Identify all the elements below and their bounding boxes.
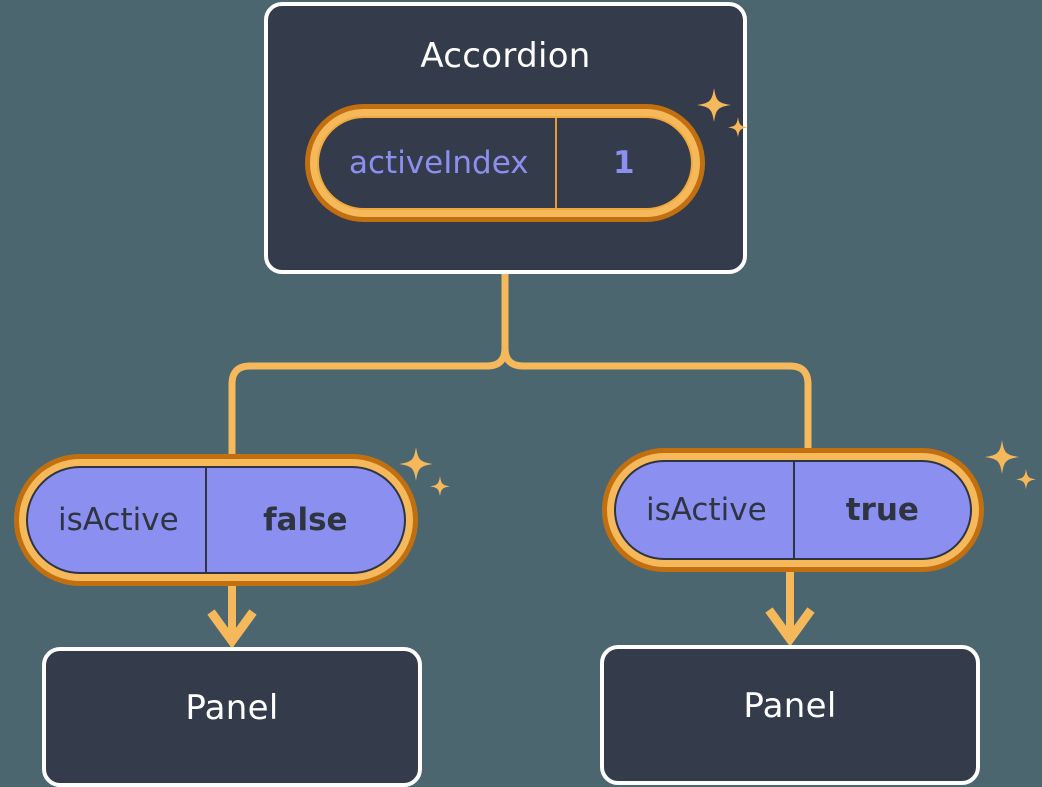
panel-card-right[interactable]: Panel — [600, 645, 980, 785]
panel-title-left: Panel — [185, 688, 279, 728]
chip-ring-outer: isActive true — [602, 448, 984, 572]
chip-ring-inner: isActive true — [607, 453, 979, 567]
page-title: Accordion — [420, 36, 591, 76]
chip-value-label: true — [845, 491, 919, 528]
arrow-down-icon-left — [207, 609, 257, 649]
chip-ring-outer: isActive false — [14, 454, 418, 586]
sparkle-icon-right — [985, 440, 1036, 490]
chip-ring-outer: activeIndex 1 — [305, 104, 705, 222]
chip-ring-inner: activeIndex 1 — [310, 109, 700, 217]
chip-body: activeIndex 1 — [317, 116, 693, 210]
chip-key-label: isActive — [28, 468, 207, 572]
connector-to-right-branch — [501, 270, 812, 464]
chip-body: isActive false — [26, 466, 406, 574]
panel-title-right: Panel — [743, 686, 837, 726]
state-chip-active-index[interactable]: activeIndex 1 — [305, 104, 705, 222]
arrow-down-icon-right — [765, 607, 815, 647]
state-chip-is-active-false[interactable]: isActive false — [14, 454, 418, 586]
state-chip-is-active-true[interactable]: isActive true — [602, 448, 984, 572]
diagram-canvas: Accordion activeIndex 1 isActive false — [14, 2, 1036, 787]
chip-value-label: false — [263, 501, 348, 538]
chip-ring-inner: isActive false — [19, 459, 413, 581]
connector-to-left-branch — [228, 270, 509, 470]
panel-card-left[interactable]: Panel — [42, 647, 422, 787]
chip-key-label: isActive — [616, 462, 795, 558]
chip-value-label: 1 — [613, 144, 635, 181]
chip-key-label: activeIndex — [319, 118, 557, 208]
chip-body: isActive true — [614, 460, 972, 560]
